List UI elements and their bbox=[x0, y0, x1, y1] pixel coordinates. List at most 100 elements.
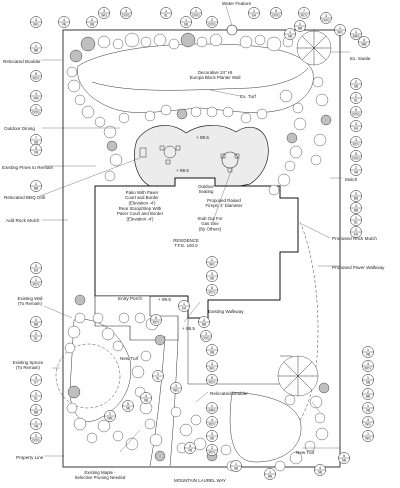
label-proposed-paver-walkway: Proposed Paver Walkway bbox=[332, 265, 385, 270]
plant-tag: 2SL bbox=[30, 330, 42, 342]
plant-tag: 3EA bbox=[30, 262, 42, 274]
plant-tag-code: DOG bbox=[192, 14, 200, 18]
shrub-symbol bbox=[284, 394, 296, 406]
shrub-symbol bbox=[112, 430, 124, 442]
plant-tag-quantity: 1 bbox=[185, 18, 187, 22]
plant-tag-code: WG bbox=[101, 14, 107, 18]
plant-tag-quantity: 1 bbox=[183, 302, 185, 306]
shrub-symbol bbox=[109, 153, 123, 167]
plant-tag-code: RCV bbox=[353, 143, 361, 147]
shrub-symbol bbox=[284, 160, 296, 172]
plant-tag: 3SB bbox=[206, 430, 218, 442]
shrub-symbol bbox=[304, 440, 316, 452]
plant-tag-code: DOG bbox=[32, 111, 40, 115]
patio-table bbox=[163, 145, 177, 159]
plant-tag-quantity: 3 bbox=[35, 18, 37, 22]
plant-tag-code: DOG bbox=[352, 157, 360, 161]
label-existing-maple: Existing Maple -Selective Pruning Needed bbox=[75, 470, 126, 480]
shrub-symbol bbox=[67, 385, 81, 399]
plant-tag-quantity: 1 bbox=[35, 182, 37, 186]
plant-tag-code: BB bbox=[354, 209, 358, 213]
front-turf-left bbox=[69, 319, 132, 422]
shrub-symbol bbox=[124, 32, 140, 48]
shrub-groupings bbox=[64, 32, 332, 472]
plant-tag: 3BB bbox=[350, 202, 362, 214]
shrub-symbol bbox=[92, 312, 104, 324]
label-water-feature: Water Feature bbox=[222, 1, 252, 6]
plant-tag-code: BB bbox=[202, 323, 206, 327]
plant-tag-quantity: 2 bbox=[211, 258, 213, 262]
plant-tag-quantity: 3 bbox=[211, 272, 213, 276]
plant-tag-quantity: 7 bbox=[303, 9, 305, 13]
plant-tag-quantity: 1 bbox=[289, 30, 291, 34]
shrub-symbol bbox=[176, 108, 188, 120]
plant-tag-code: SB bbox=[126, 407, 130, 411]
plant-tag-code: RM bbox=[34, 97, 39, 101]
label-existing-spruce: Existing Spruce(To Remain) bbox=[13, 360, 44, 370]
leader-lines bbox=[39, 5, 350, 457]
plant-tag-code: SL bbox=[354, 221, 358, 225]
patio-chair bbox=[159, 145, 165, 151]
plant-tag: 2WB bbox=[104, 410, 116, 422]
plant-tag-code: SB bbox=[342, 459, 346, 463]
plant-tag-code: SB bbox=[90, 23, 94, 27]
plan-labels: Water Feature Ex. Swale Decorative 24" H… bbox=[2, 1, 385, 483]
shrub-symbol bbox=[277, 173, 291, 187]
plant-tag-code: SB bbox=[210, 351, 214, 355]
plant-tag-code: ST bbox=[34, 381, 38, 385]
shrub-symbol bbox=[268, 184, 280, 196]
plant-tag-quantity: 2 bbox=[109, 412, 111, 416]
plant-tag-code: BB bbox=[34, 323, 38, 327]
plant-tag-quantity: 5 bbox=[343, 454, 345, 458]
plant-tag-quantity: 4 bbox=[363, 38, 365, 42]
shrub-symbol bbox=[118, 112, 130, 124]
plant-tag: 3WG bbox=[170, 382, 182, 394]
shrub-symbol bbox=[131, 365, 145, 379]
elevation-patio: + 98.5 bbox=[196, 135, 209, 140]
plant-tag-quantity: 3 bbox=[35, 376, 37, 380]
plant-tag-code: SM bbox=[288, 35, 293, 39]
plant-tag: 1SL bbox=[160, 7, 172, 19]
shrub-symbol bbox=[310, 154, 322, 166]
shrub-symbol bbox=[144, 418, 156, 430]
plant-tag-code: BB bbox=[34, 411, 38, 415]
shrub-symbol bbox=[239, 35, 253, 49]
plant-tag-code: BB bbox=[298, 27, 302, 31]
plant-tag-code: SB bbox=[144, 399, 148, 403]
shrub-symbol bbox=[190, 414, 202, 426]
shrub-symbol bbox=[318, 382, 330, 394]
plant-tag-quantity: 4 bbox=[211, 418, 213, 422]
plant-tag-quantity: 2 bbox=[355, 228, 357, 232]
shrub-symbol bbox=[180, 32, 196, 48]
plant-tag: 1BB bbox=[294, 20, 306, 32]
shrub-symbol bbox=[254, 34, 266, 46]
shrub-symbol bbox=[312, 76, 324, 88]
shrub-symbol bbox=[86, 432, 98, 444]
shrub-symbol bbox=[289, 145, 303, 159]
property-line-boundary bbox=[62, 29, 341, 468]
shrub-symbol bbox=[309, 395, 323, 409]
plant-tag-quantity: 3 bbox=[35, 146, 37, 150]
plant-tag-code: RCV bbox=[209, 451, 217, 455]
plant-tag-code: SL bbox=[164, 14, 168, 18]
shrub-symbol bbox=[266, 36, 282, 52]
plant-tag-quantity: 3 bbox=[35, 92, 37, 96]
patio-chair bbox=[234, 153, 240, 159]
plant-tag-code: EA bbox=[182, 307, 187, 311]
shrub-symbol bbox=[293, 117, 307, 131]
plant-tag-code: VB bbox=[34, 425, 38, 429]
shrub-symbol bbox=[104, 170, 116, 182]
plant-tag: 1BB bbox=[30, 42, 42, 54]
label-outdoor-dining: Outdoor Dining bbox=[4, 126, 35, 131]
plant-tag-code: WG bbox=[209, 367, 215, 371]
plant-tag: 4SB bbox=[314, 464, 326, 476]
plant-tag-quantity: 2 bbox=[157, 372, 159, 376]
